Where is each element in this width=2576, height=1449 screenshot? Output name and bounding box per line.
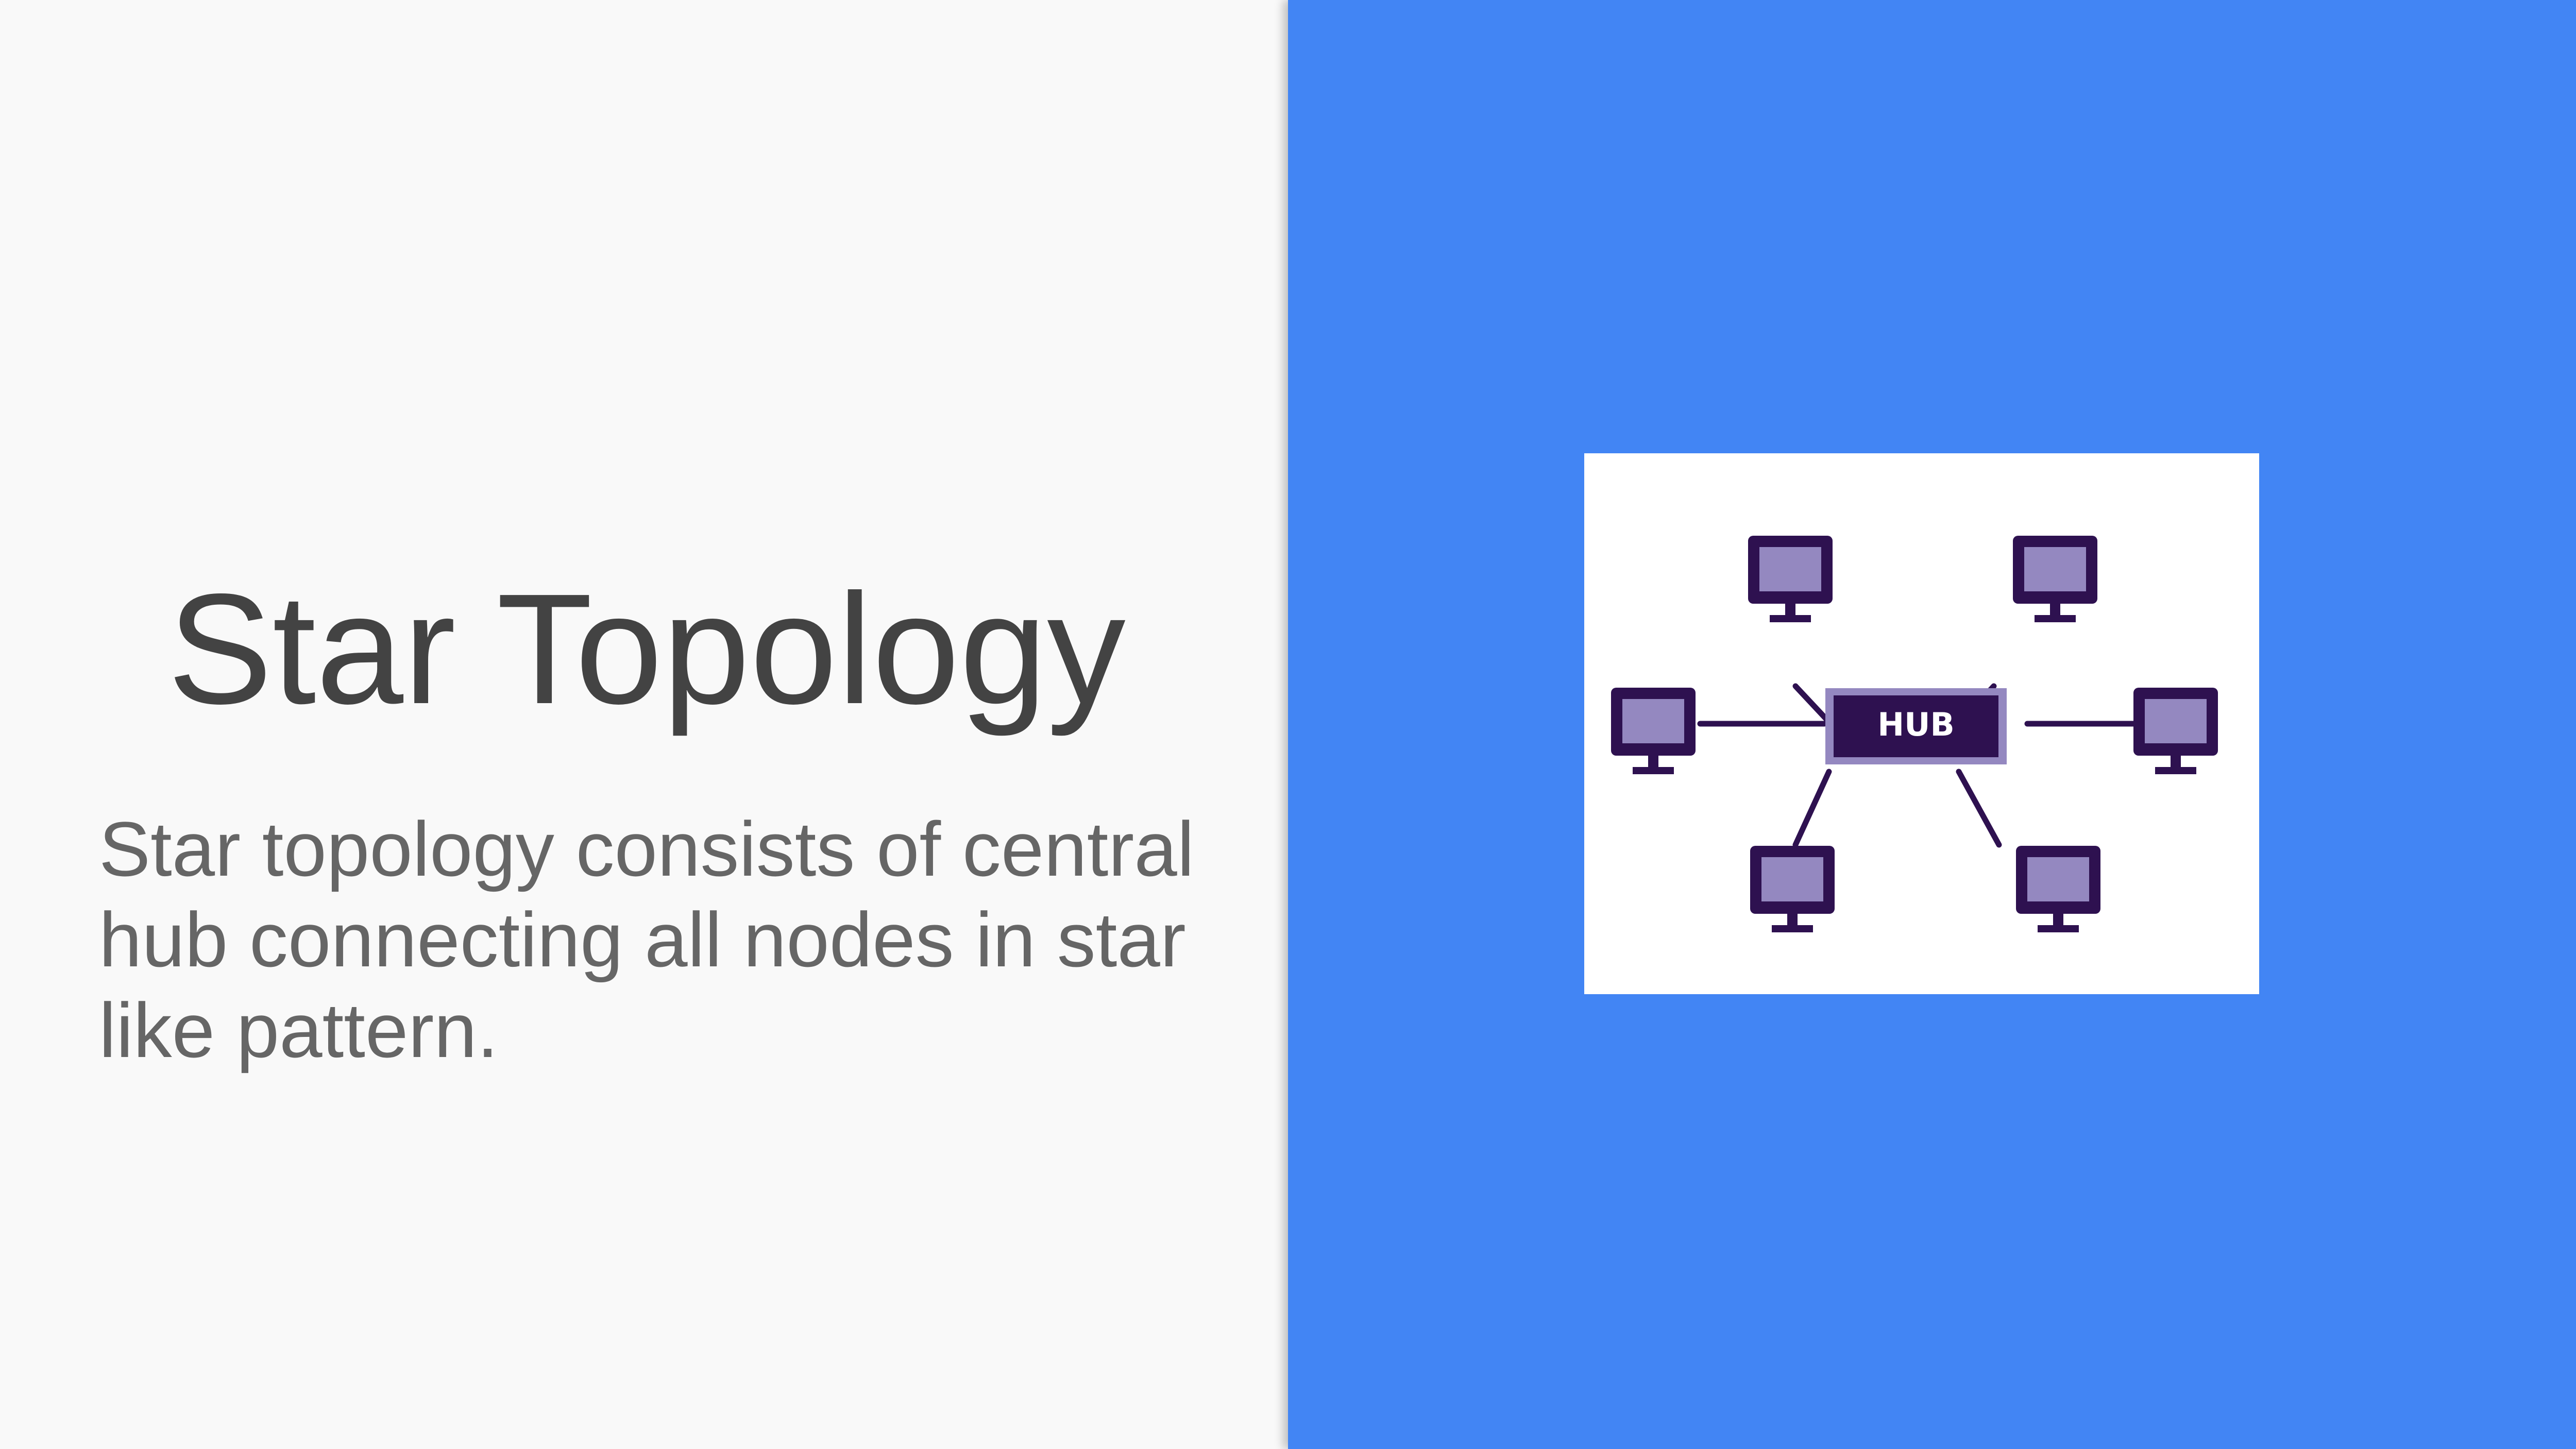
hub-label: HUB xyxy=(1877,706,1955,743)
left-panel: Star Topology Star topology consists of … xyxy=(99,561,1195,1073)
slide-body-text: Star topology consists of central hub co… xyxy=(99,806,1195,1073)
computer-icon xyxy=(2016,846,2100,932)
computer-icon xyxy=(1748,536,1833,622)
computer-icon xyxy=(1750,846,1835,932)
star-topology-svg: HUB xyxy=(1611,536,2218,932)
star-topology-diagram: HUB xyxy=(1584,453,2259,994)
link-bottom-right xyxy=(1956,769,2002,848)
computer-icon xyxy=(2013,536,2097,622)
computer-icon xyxy=(2133,688,2218,774)
link-bottom-left xyxy=(1792,769,1832,848)
hub: HUB xyxy=(1825,688,2007,764)
computer-icon xyxy=(1611,688,1696,774)
slide-title: Star Topology xyxy=(167,561,1126,737)
